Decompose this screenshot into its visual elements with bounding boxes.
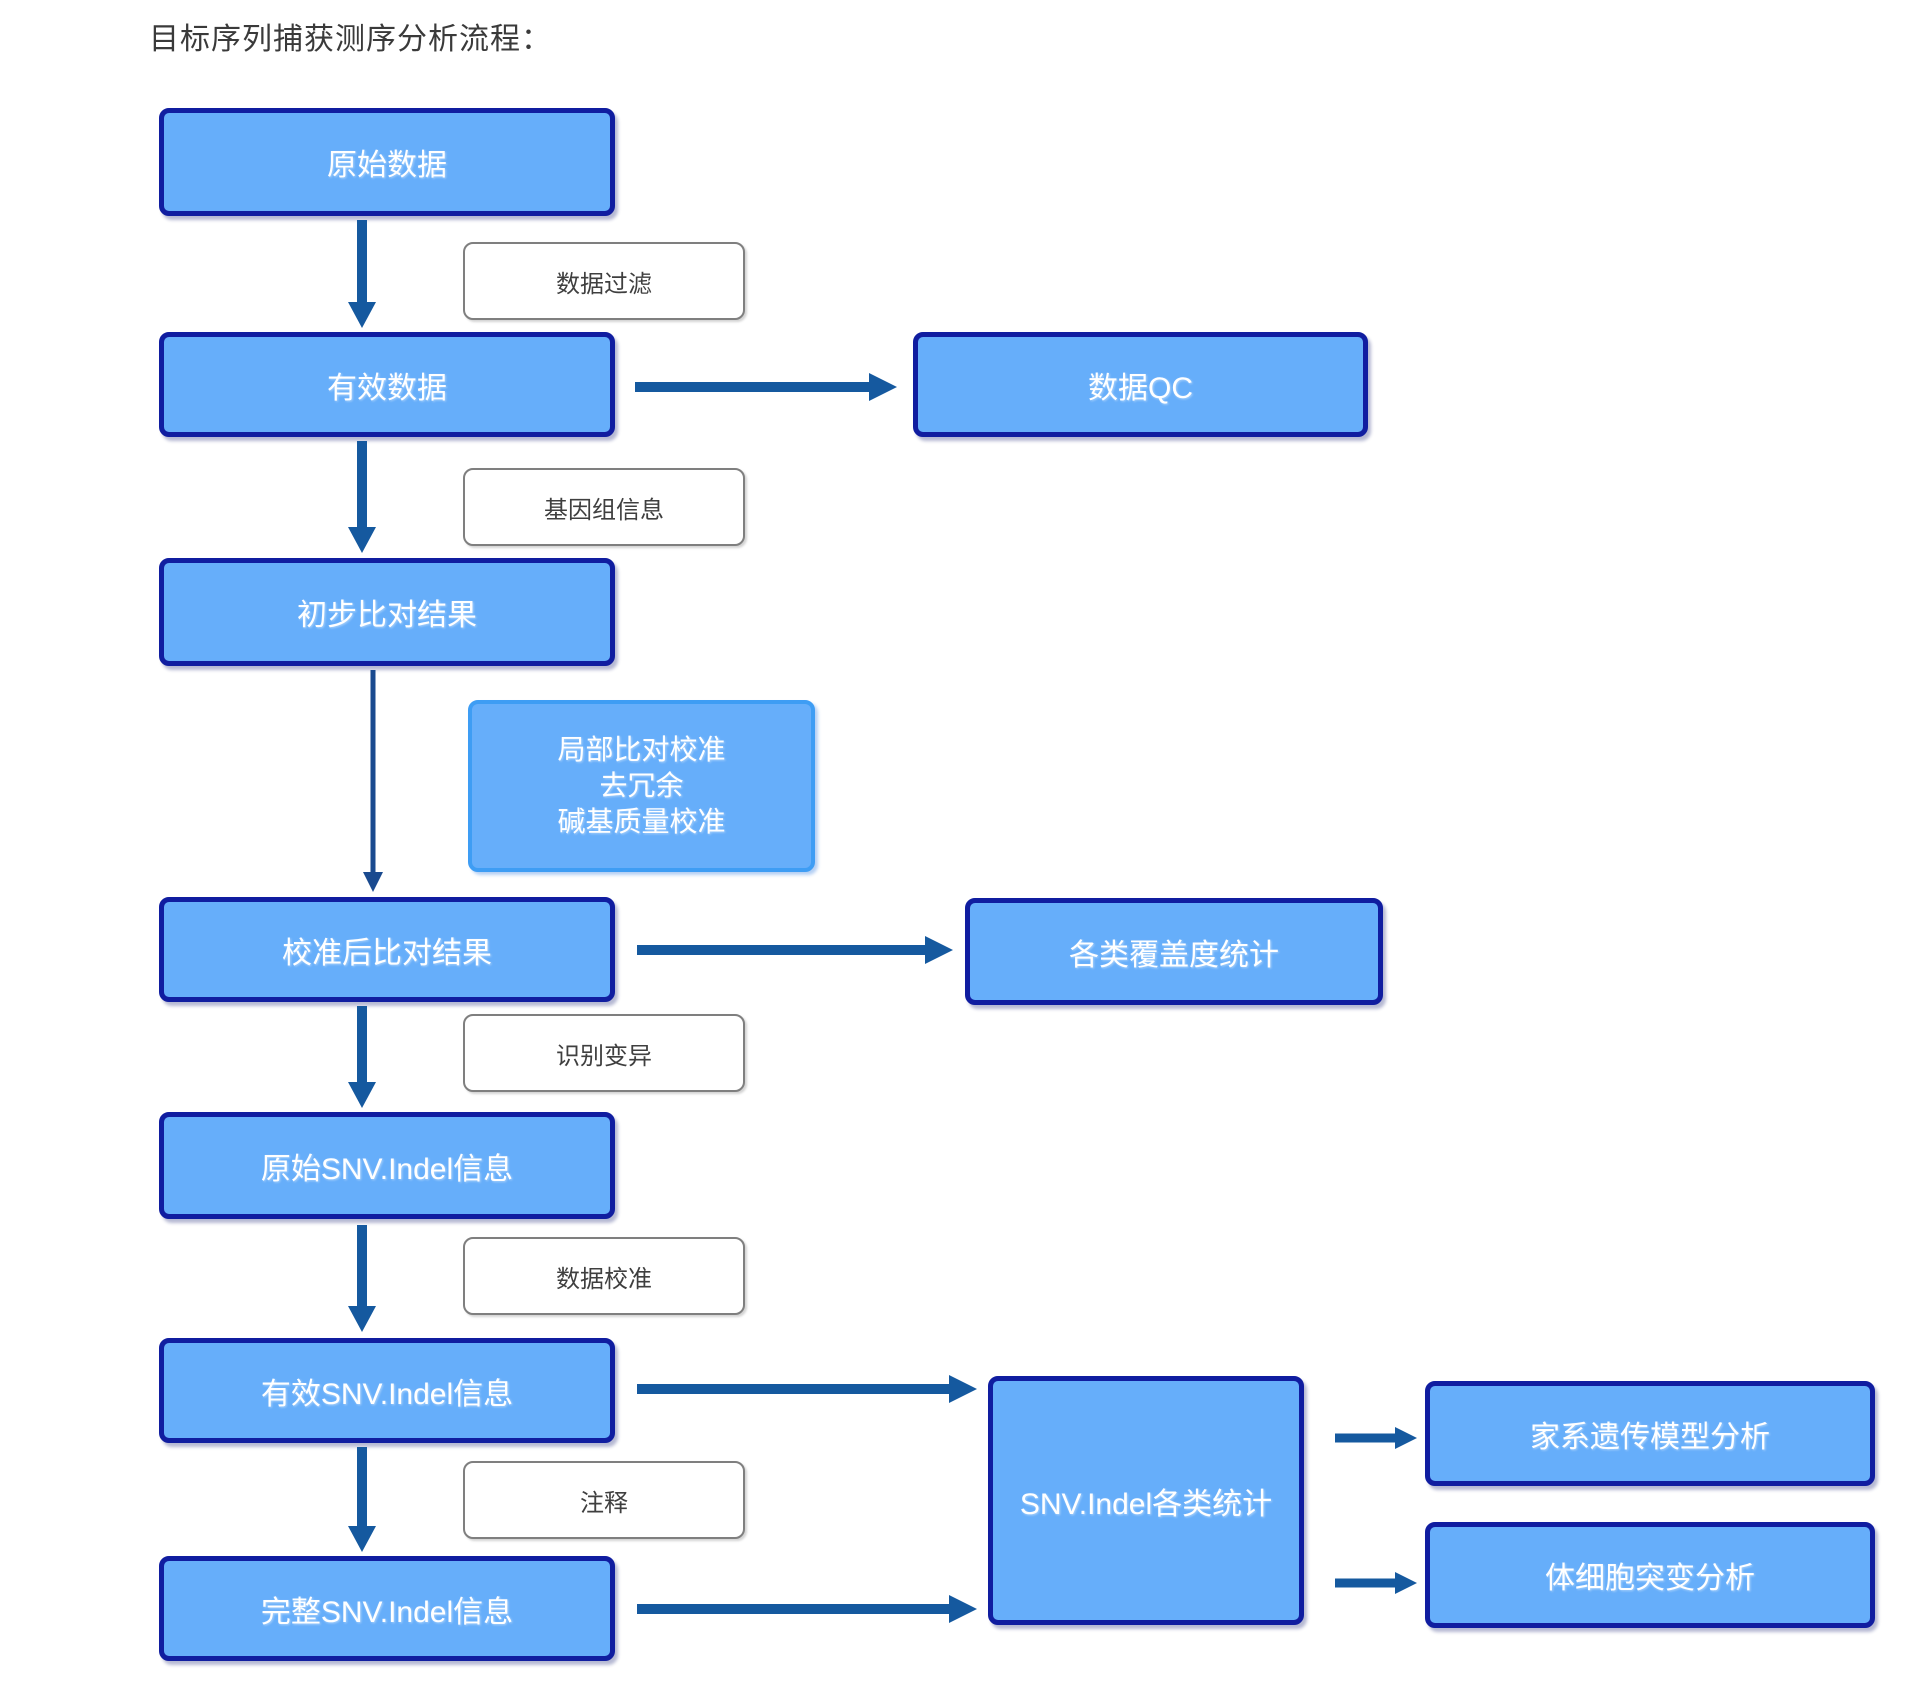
- dedup-line: 去冗余: [599, 770, 684, 801]
- page-title: 目标序列捕获测序分析流程：: [149, 23, 552, 56]
- arrow-head-icon: [348, 527, 376, 553]
- arrow-stats-to-somatic: [1335, 1568, 1417, 1598]
- node-somatic-mutation-analysis: 体细胞突变分析: [1425, 1522, 1875, 1628]
- arrow-head-icon: [348, 1082, 376, 1108]
- node-initial-alignment: 初步比对结果: [159, 558, 615, 666]
- bqsr-line: 碱基质量校准: [557, 806, 726, 837]
- node-valid-data: 有效数据: [159, 332, 615, 437]
- arrow-shaft: [357, 1225, 367, 1308]
- arrow-head-icon: [949, 1375, 977, 1403]
- arrow-valid-to-initial: [347, 441, 377, 553]
- arrow-validsnv-to-complete: [347, 1447, 377, 1552]
- arrow-head-icon: [348, 1526, 376, 1552]
- arrow-head-icon: [348, 302, 376, 328]
- arrow-raw-to-valid: [347, 220, 377, 328]
- realign-line: 局部比对校准: [557, 734, 726, 765]
- arrow-head-icon: [363, 872, 383, 892]
- step-label-data-filter: 数据过滤: [463, 242, 745, 320]
- node-data-qc: 数据QC: [913, 332, 1368, 437]
- arrow-shaft: [1335, 1578, 1397, 1588]
- arrow-stats-to-pedigree: [1335, 1423, 1417, 1453]
- arrow-shaft: [357, 1447, 367, 1528]
- arrow-shaft: [357, 1006, 367, 1084]
- arrow-shaft: [357, 441, 367, 529]
- node-raw-data: 原始数据: [159, 108, 615, 216]
- arrow-head-icon: [869, 373, 897, 401]
- arrow-head-icon: [348, 1306, 376, 1332]
- arrow-shaft: [357, 220, 367, 304]
- node-complete-snv-indel: 完整SNV.Indel信息: [159, 1556, 615, 1661]
- node-snv-indel-stats: SNV.Indel各类统计: [988, 1376, 1304, 1625]
- arrow-valid-to-qc: [635, 372, 897, 402]
- arrow-validsnv-to-stats: [637, 1374, 977, 1404]
- arrow-shaft: [637, 1604, 951, 1614]
- arrow-head-icon: [1395, 1427, 1417, 1449]
- arrow-head-icon: [949, 1595, 977, 1623]
- arrow-complete-to-stats: [637, 1594, 977, 1624]
- arrow-initial-to-calibrated: [358, 670, 388, 892]
- node-coverage-stats: 各类覆盖度统计: [965, 898, 1383, 1005]
- arrow-rawsnv-to-validsnv: [347, 1225, 377, 1332]
- arrow-calibrated-to-coverage: [637, 935, 953, 965]
- node-raw-snv-indel: 原始SNV.Indel信息: [159, 1112, 615, 1219]
- arrow-head-icon: [1395, 1572, 1417, 1594]
- arrow-shaft: [635, 382, 871, 392]
- arrow-calibrated-to-rawsnv: [347, 1006, 377, 1108]
- step-label-data-calibration: 数据校准: [463, 1237, 745, 1315]
- arrow-shaft: [637, 945, 927, 955]
- node-calibrated-alignment: 校准后比对结果: [159, 897, 615, 1002]
- node-pedigree-model-analysis: 家系遗传模型分析: [1425, 1381, 1875, 1486]
- arrow-head-icon: [925, 936, 953, 964]
- step-label-variant-calling: 识别变异: [463, 1014, 745, 1092]
- step-label-annotation: 注释: [463, 1461, 745, 1539]
- arrow-shaft: [370, 670, 376, 874]
- node-valid-snv-indel: 有效SNV.Indel信息: [159, 1338, 615, 1443]
- arrow-shaft: [1335, 1433, 1397, 1443]
- step-label-realign-dedup-bqsr: 局部比对校准 去冗余 碱基质量校准: [468, 700, 815, 872]
- step-label-genome-info: 基因组信息: [463, 468, 745, 546]
- arrow-shaft: [637, 1384, 951, 1394]
